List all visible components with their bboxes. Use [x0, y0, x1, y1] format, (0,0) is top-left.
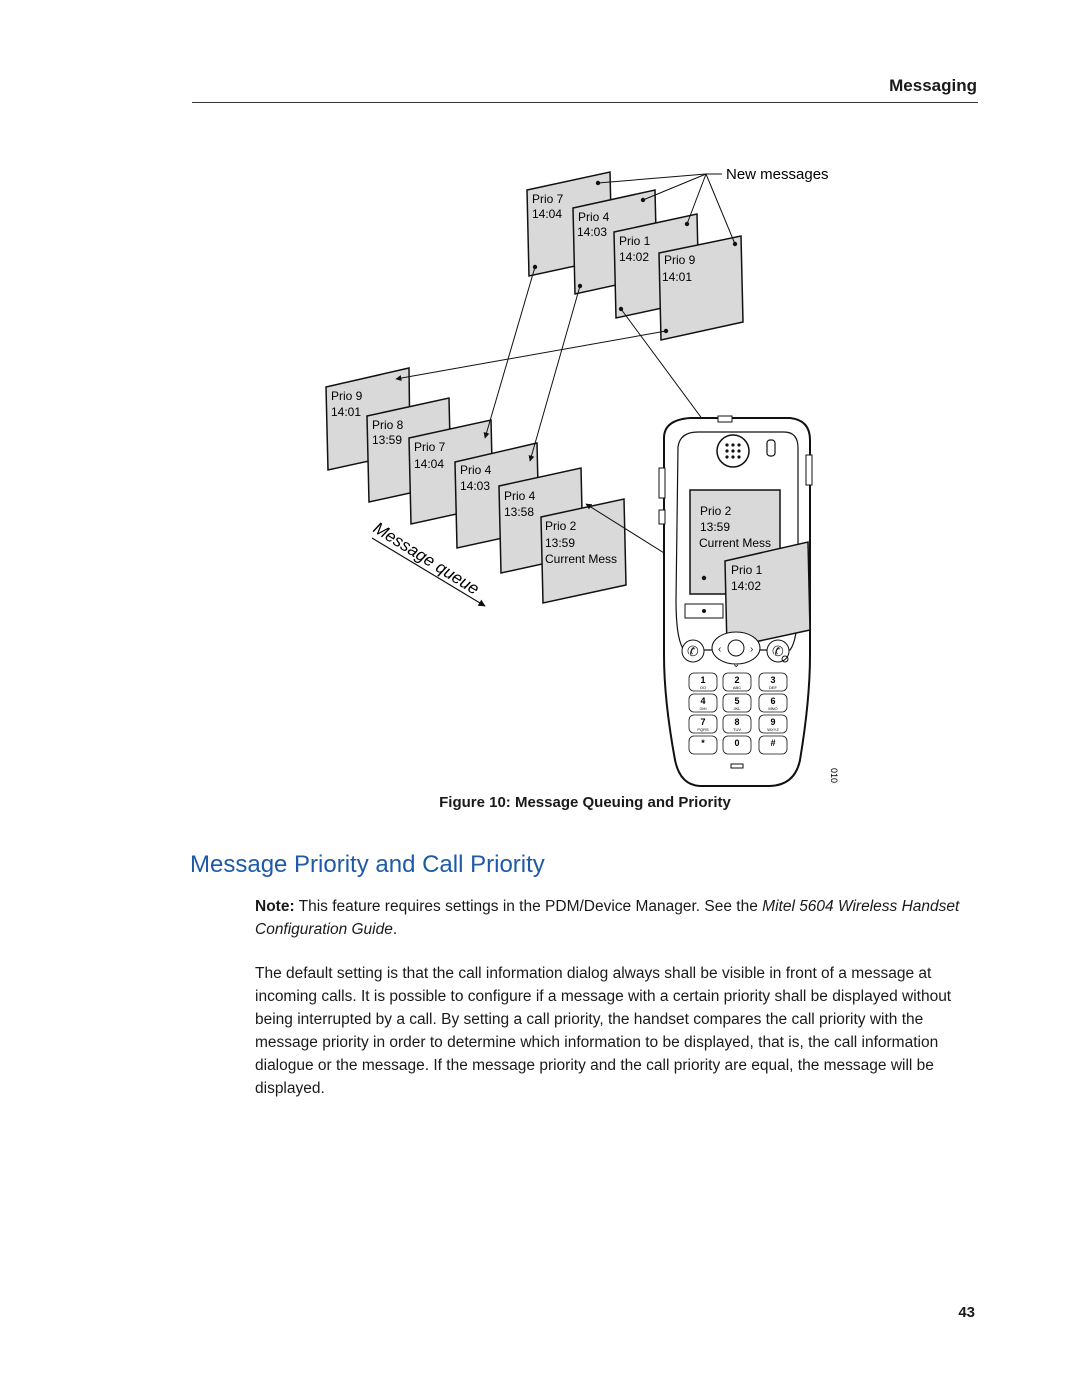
figure-ref-code: 010 — [829, 768, 839, 783]
new-card-3-time: 14:02 — [619, 250, 649, 264]
overlay-time: 14:02 — [731, 579, 761, 593]
screen-time: 13:59 — [700, 520, 730, 534]
handset-overlay-card — [724, 541, 811, 649]
nav-center-icon — [727, 639, 745, 657]
keypad-letters: GHI — [699, 706, 706, 711]
keypad-digit: * — [701, 738, 705, 748]
note-paragraph: Note: This feature requires settings in … — [255, 895, 980, 941]
svg-text:✆: ✆ — [687, 643, 699, 659]
note-label: Note: — [255, 898, 295, 915]
queue-card-1-time: 14:01 — [331, 405, 361, 419]
keypad-digit: 3 — [770, 675, 775, 685]
keypad-letters: JKL — [734, 706, 742, 711]
screen-extra: Current Mess — [699, 536, 771, 550]
new-card-1-time: 14:04 — [532, 207, 562, 221]
new-card-2-prio: Prio 4 — [578, 210, 610, 224]
keypad-digit: 2 — [734, 675, 739, 685]
body-paragraph: The default setting is that the call inf… — [255, 965, 952, 1097]
keypad-key-11: 0 — [722, 735, 752, 755]
figure-caption: Figure 10: Message Queuing and Priority — [439, 794, 731, 811]
note-reference: Mitel 5604 Wireless Handset Configuratio… — [255, 898, 960, 938]
svg-text:✆: ✆ — [772, 643, 784, 659]
keypad-digit: # — [770, 738, 775, 748]
message-queue-figure: Prio 7 14:04 Prio 4 14:03 Prio 1 14:02 P… — [325, 166, 839, 787]
new-card-1-prio: Prio 7 — [532, 192, 564, 206]
svg-text:›: › — [750, 644, 753, 655]
running-header-title: Messaging — [889, 76, 977, 95]
keypad-key-10: * — [688, 735, 718, 755]
queue-card-1-prio: Prio 9 — [331, 389, 363, 403]
queue-card-3-prio: Prio 7 — [414, 440, 446, 454]
queue-card-6-extra: Current Mess — [545, 552, 617, 566]
new-messages-label: New messages — [726, 166, 829, 183]
queue-card-6: Prio 2 13:59 Current Mess — [540, 498, 627, 604]
queue-card-6-time: 13:59 — [545, 536, 575, 550]
keypad-digit: 9 — [770, 717, 775, 727]
queue-card-2-prio: Prio 8 — [372, 418, 404, 432]
message-queue-arrow — [371, 537, 486, 607]
queue-card-4-time: 14:03 — [460, 479, 490, 493]
keypad-digit: 6 — [770, 696, 775, 706]
keypad-digit: 0 — [734, 738, 739, 748]
keypad-letters: WXYZ — [767, 727, 779, 732]
new-card-3-prio: Prio 1 — [619, 234, 651, 248]
keypad-letters: MNO — [768, 706, 777, 711]
new-card-4-prio: Prio 9 — [664, 253, 696, 267]
keypad-digit: 1 — [700, 675, 705, 685]
keypad-digit: 5 — [734, 696, 739, 706]
keypad-digit: 7 — [700, 717, 705, 727]
header-rule — [192, 102, 978, 103]
svg-text:⌄: ⌄ — [732, 659, 740, 670]
new-card-4-time: 14:01 — [662, 270, 692, 284]
overlay-prio: Prio 1 — [731, 563, 763, 577]
handset-illustration: Prio 2 13:59 Current Mess Prio 1 14:02 ‹… — [658, 415, 813, 787]
section-heading: Message Priority and Call Priority — [190, 851, 545, 878]
new-card-2-time: 14:03 — [577, 225, 607, 239]
keypad-digit: 4 — [700, 696, 705, 706]
note-text: This feature requires settings in the PD… — [294, 898, 763, 915]
call-icon — [681, 639, 705, 663]
page-number: 43 — [958, 1304, 975, 1321]
note-end: . — [392, 921, 398, 938]
queue-card-6-prio: Prio 2 — [545, 519, 577, 533]
new-card-4: Prio 9 14:01 — [658, 235, 744, 341]
queue-card-3-time: 14:04 — [414, 457, 444, 471]
queue-card-2-time: 13:59 — [372, 433, 402, 447]
queue-card-5-time: 13:58 — [504, 505, 534, 519]
keypad-letters: PQRS — [697, 727, 709, 732]
keypad-letters: DEF — [769, 685, 778, 690]
svg-text:‹: ‹ — [718, 644, 721, 655]
keypad-digit: 8 — [734, 717, 739, 727]
keypad-letters: OO — [700, 685, 706, 690]
screen-prio: Prio 2 — [700, 504, 732, 518]
keypad-letters: ABC — [733, 685, 741, 690]
keypad-key-12: # — [758, 735, 788, 755]
queue-card-5-prio: Prio 4 — [504, 489, 536, 503]
queue-card-4-prio: Prio 4 — [460, 463, 492, 477]
new-messages-leaders — [597, 173, 736, 245]
keypad-letters: TUV — [733, 727, 741, 732]
keypad-key-1: 1OO — [688, 672, 718, 692]
